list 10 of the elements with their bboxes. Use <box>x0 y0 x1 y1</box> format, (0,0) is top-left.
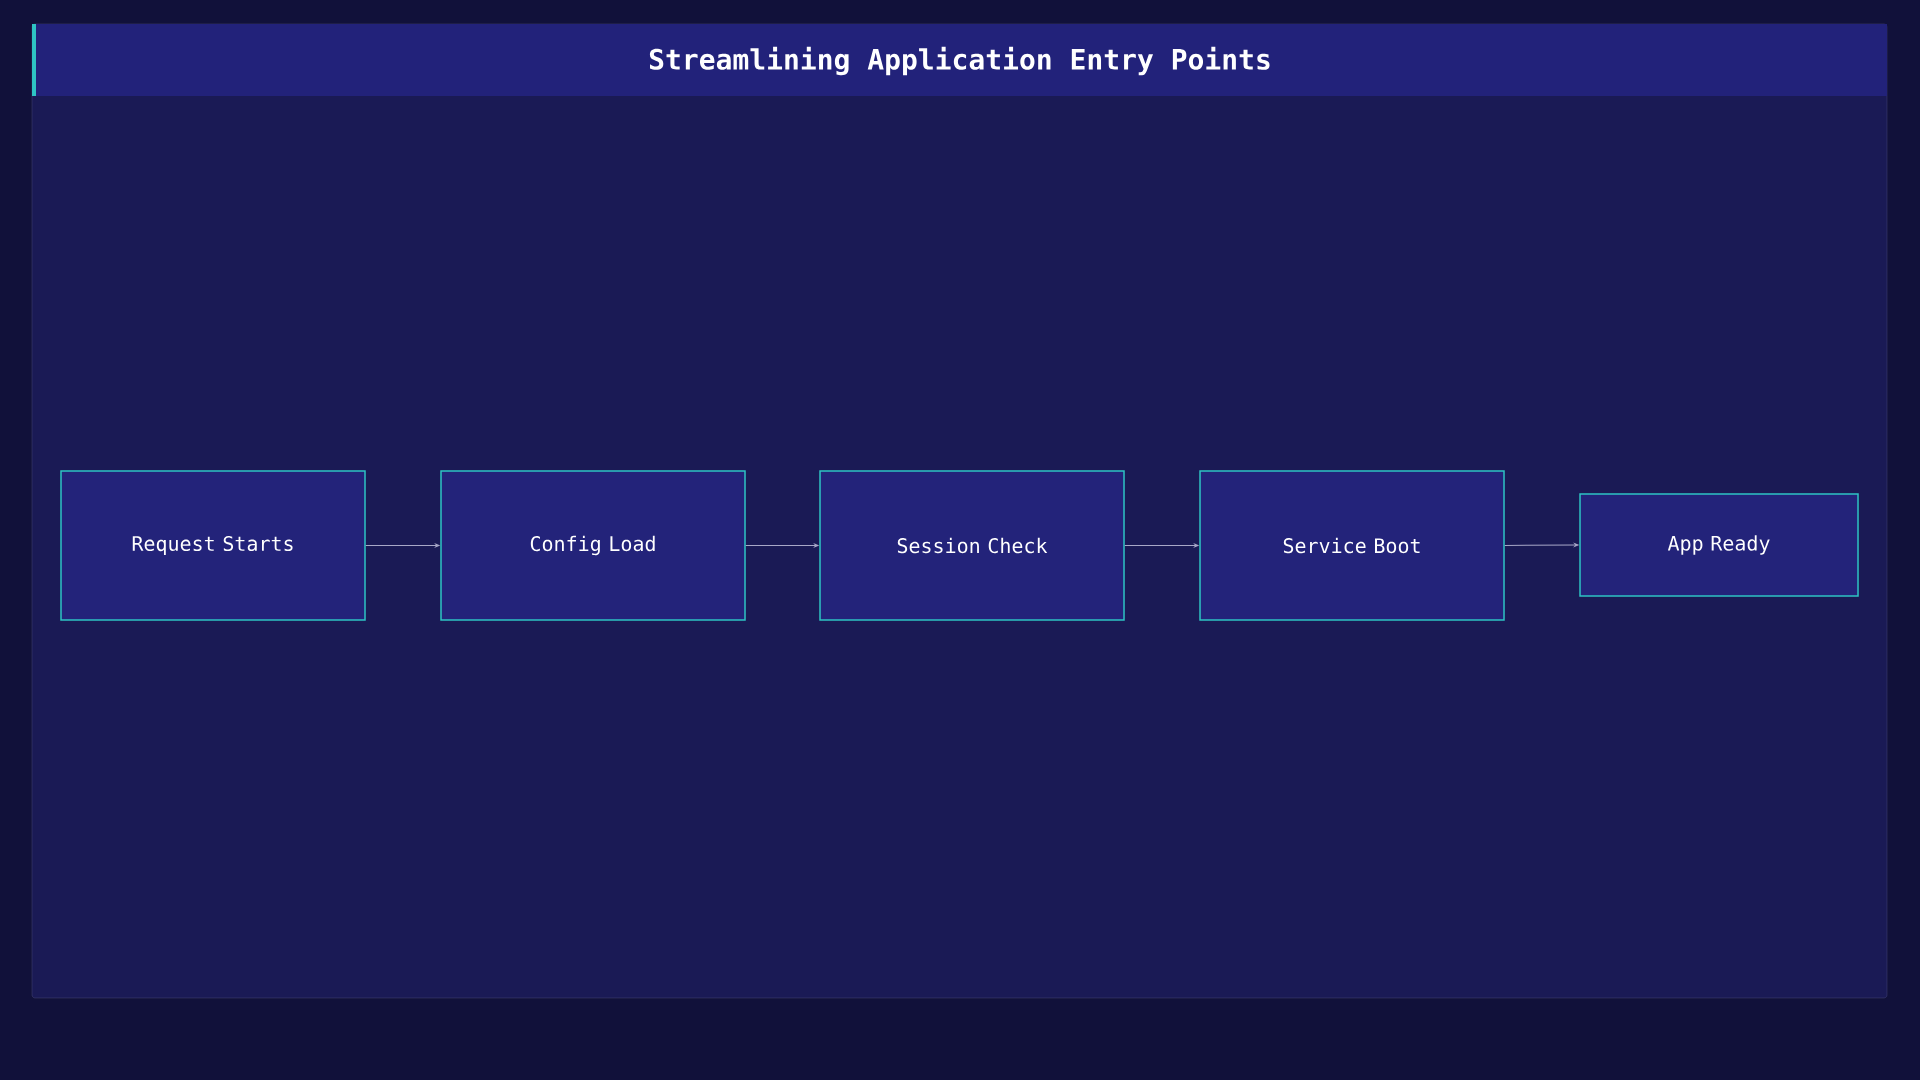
process-box: Service Boot <box>1199 470 1505 621</box>
process-box: Session Check <box>819 470 1125 621</box>
arrow <box>1124 543 1199 548</box>
arrow <box>1504 543 1579 547</box>
process-box: App Ready <box>1579 493 1859 597</box>
process-box: Request Starts <box>60 470 366 621</box>
arrow <box>745 543 819 548</box>
title-bar: Streamlining Application Entry Points <box>32 24 1887 96</box>
process-box: Config Load <box>440 470 746 621</box>
arrow <box>365 543 440 548</box>
